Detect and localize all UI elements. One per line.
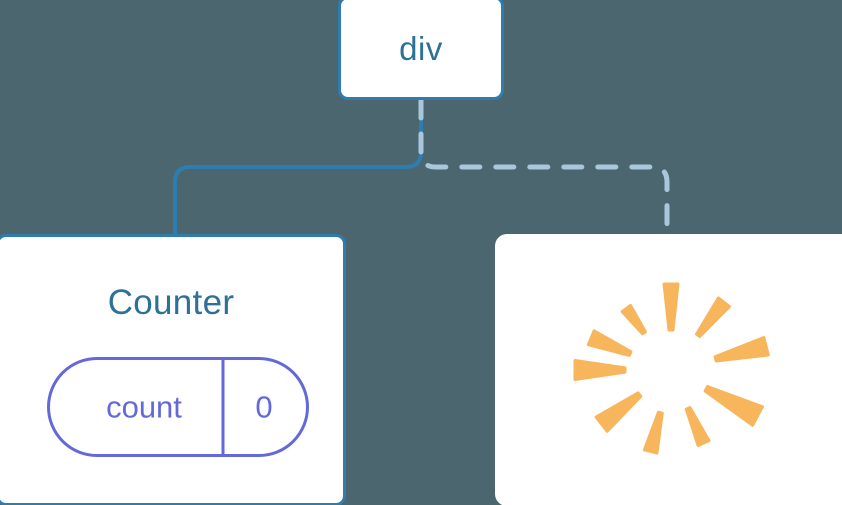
state-pill-outline bbox=[47, 357, 309, 457]
div-node-label: div bbox=[399, 29, 443, 67]
burst-ray-7 bbox=[703, 385, 764, 427]
sparkle-burst-icon bbox=[573, 282, 770, 455]
burst-ray-3 bbox=[573, 359, 627, 381]
burst-ray-4 bbox=[594, 391, 643, 433]
burst-ray-0 bbox=[662, 282, 680, 332]
burst-ray-9 bbox=[695, 296, 731, 339]
burst-ray-5 bbox=[642, 410, 664, 455]
edge-div-to-counter bbox=[173, 98, 423, 240]
burst-ray-1 bbox=[620, 303, 647, 336]
state-pill[interactable]: count 0 bbox=[47, 357, 309, 457]
state-pill-value: 0 bbox=[255, 389, 273, 425]
burst-ray-6 bbox=[684, 406, 711, 448]
state-pill-key: count bbox=[106, 389, 182, 425]
burst-ray-8 bbox=[713, 336, 770, 363]
burst-ray-2 bbox=[586, 329, 633, 357]
edge-div-to-burst bbox=[418, 97, 670, 241]
div-node[interactable]: div bbox=[338, 0, 504, 100]
counter-node[interactable]: Counter count 0 bbox=[0, 234, 346, 505]
counter-node-label: Counter bbox=[107, 283, 235, 322]
burst-node[interactable] bbox=[495, 234, 842, 505]
